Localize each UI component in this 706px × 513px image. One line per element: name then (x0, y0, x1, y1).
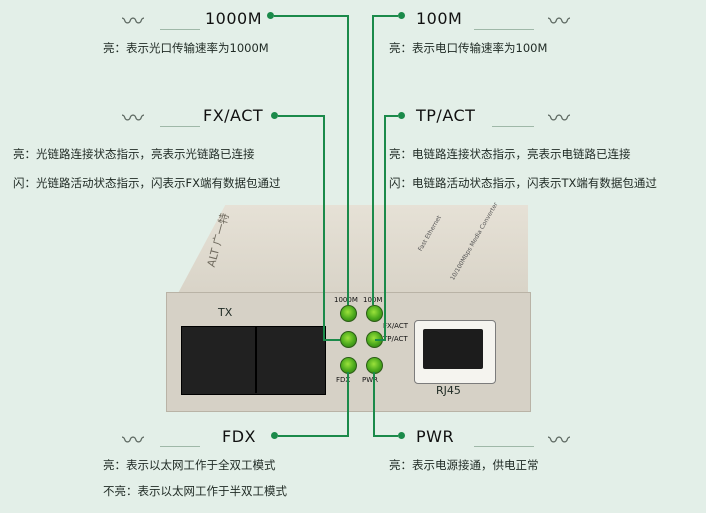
leader-line-tpact (384, 115, 398, 117)
led-100m (366, 305, 383, 322)
label-fdx-desc2: 不亮：表示以太网工作于半双工模式 (103, 484, 287, 498)
leader-line-100m-v (372, 15, 374, 305)
label-fxact-title: FX/ACT (203, 106, 264, 125)
label-pwr-desc: 亮：表示电源接通，供电正常 (389, 458, 539, 472)
leader-line-fxact-v (323, 115, 325, 341)
fiber-port-divider (255, 326, 257, 393)
divider (474, 446, 534, 447)
leader-line-fdx (278, 435, 348, 437)
label-fdx-desc1: 亮：表示以太网工作于全双工模式 (103, 458, 276, 472)
led-tpact-label: TP/ACT (383, 335, 408, 343)
leader-line-1000m (274, 15, 349, 17)
label-pwr-title: PWR (416, 427, 455, 446)
leader-dot-fxact (271, 112, 278, 119)
leader-line-100m (372, 15, 398, 17)
label-100m-desc: 亮：表示电口传输速率为100M (389, 41, 548, 55)
led-fxact (340, 331, 357, 348)
ornament-icon: 〰 (122, 10, 145, 35)
leader-line-fxact (278, 115, 325, 117)
leader-dot-1000m (267, 12, 274, 19)
leader-line-tpact-v (384, 115, 386, 341)
leader-dot-tpact (398, 112, 405, 119)
divider (160, 29, 200, 30)
divider (160, 126, 200, 127)
led-fdx-label: FDX (336, 376, 351, 384)
leader-dot-fdx (271, 432, 278, 439)
label-fxact-desc2: 闪：光链路活动状态指示，闪表示FX端有数据包通过 (13, 176, 281, 190)
divider (492, 126, 534, 127)
ornament-icon: 〰 (548, 10, 571, 35)
label-1000m-title: 1000M (205, 9, 263, 28)
label-tpact-desc2: 闪：电链路活动状态指示，闪表示TX端有数据包通过 (389, 176, 657, 190)
label-tpact-title: TP/ACT (416, 106, 476, 125)
leader-dot-pwr (398, 432, 405, 439)
leader-line-pwr-v (373, 372, 375, 437)
leader-line-fdx-v (347, 372, 349, 437)
leader-dot-100m (398, 12, 405, 19)
device-top-panel (176, 205, 528, 297)
fiber-port (181, 326, 326, 395)
label-tpact-desc1: 亮：电链路连接状态指示，亮表示电链路已连接 (389, 147, 631, 161)
ornament-icon: 〰 (548, 107, 571, 132)
leader-line-pwr (373, 435, 398, 437)
led-pwr-label: PWR (362, 376, 379, 384)
port-tx-label: TX (218, 306, 233, 319)
label-fdx-title: FDX (222, 427, 256, 446)
label-1000m-desc: 亮：表示光口传输速率为1000M (103, 41, 269, 55)
rj45-socket (423, 329, 483, 369)
divider (160, 446, 200, 447)
leader-line-fxact-h (323, 339, 340, 341)
leader-line-1000m-v (347, 15, 349, 305)
rj45-label: RJ45 (436, 384, 461, 397)
led-1000m-label: 1000M (334, 296, 358, 304)
led-fxact-label: FX/ACT (383, 322, 409, 330)
led-1000m (340, 305, 357, 322)
label-fxact-desc1: 亮：光链路连接状态指示，亮表示光链路已连接 (13, 147, 255, 161)
ornament-icon: 〰 (122, 107, 145, 132)
divider (474, 29, 534, 30)
ornament-icon: 〰 (122, 429, 145, 454)
ornament-icon: 〰 (548, 429, 571, 454)
leader-line-tpact-h (375, 339, 386, 341)
label-100m-title: 100M (416, 9, 463, 28)
